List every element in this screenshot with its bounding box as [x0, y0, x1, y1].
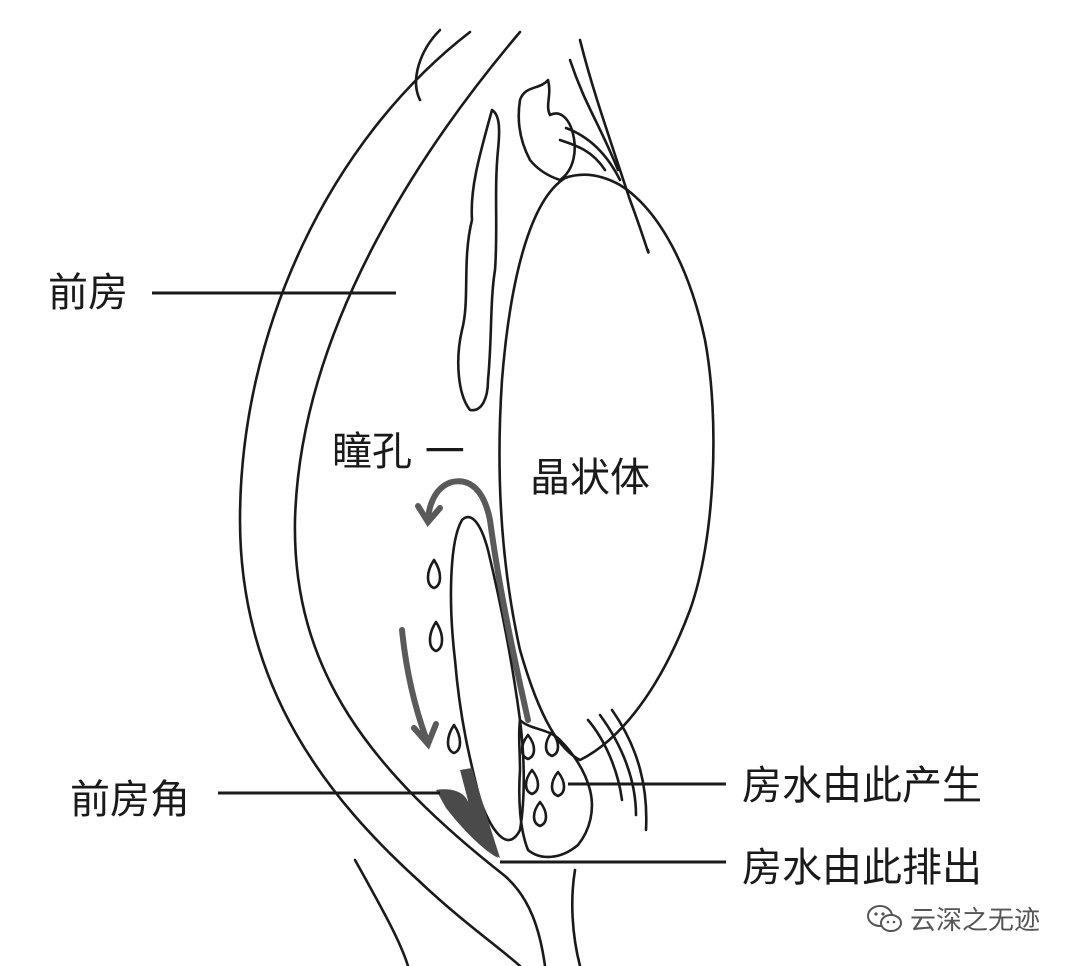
droplet — [544, 730, 560, 758]
sclera-lower-curve — [353, 858, 410, 966]
lower-iris — [449, 515, 526, 842]
label-aqueous-drained: 房水由此排出 — [742, 845, 982, 891]
anterior-chamber-angle-fill — [436, 789, 498, 858]
upper-sclera-lines — [578, 38, 650, 254]
sclera-extra-curve — [414, 28, 442, 102]
watermark-text: 云深之无迹 — [910, 906, 1041, 936]
lower-ciliary-zonules-3 — [610, 708, 648, 832]
flow-arrow-pupil-head — [415, 503, 443, 528]
droplet — [428, 620, 444, 653]
upper-sclera-lines-2 — [568, 58, 620, 172]
upper-ciliary-body — [517, 78, 576, 182]
label-lens: 晶状体 — [530, 455, 650, 501]
trabecular-meshwork — [460, 768, 500, 858]
droplet — [550, 770, 566, 798]
cornea-inner — [293, 30, 547, 966]
upper-iris — [457, 108, 501, 412]
flow-arrow-pupil — [425, 478, 531, 723]
aqueous-droplets — [426, 558, 566, 828]
flow-arrow-down — [399, 627, 429, 741]
droplet — [446, 723, 462, 755]
wechat-icon — [867, 904, 902, 932]
flow-arrow-down-head — [411, 721, 439, 750]
droplet — [524, 768, 540, 796]
label-anterior-chamber-angle: 前房角 — [70, 777, 190, 823]
cornea-outer — [238, 30, 522, 966]
upper-ciliary-zonules-2 — [564, 126, 622, 182]
label-pupil: 瞳孔 一 — [332, 429, 465, 475]
label-aqueous-produced: 房水由此产生 — [742, 763, 982, 809]
droplet — [532, 800, 548, 828]
lower-ciliary-zonules — [586, 718, 624, 802]
label-anterior-chamber: 前房 — [48, 270, 128, 316]
lens — [498, 173, 715, 762]
lower-ciliary-body — [517, 718, 594, 859]
droplet — [520, 733, 536, 761]
upper-ciliary-zonules — [558, 138, 607, 172]
lower-ciliary-zonules-2 — [598, 713, 638, 817]
watermark: 云深之无迹 — [866, 900, 1040, 937]
sclera-lower-curve-2 — [570, 868, 582, 966]
droplet — [426, 558, 442, 590]
